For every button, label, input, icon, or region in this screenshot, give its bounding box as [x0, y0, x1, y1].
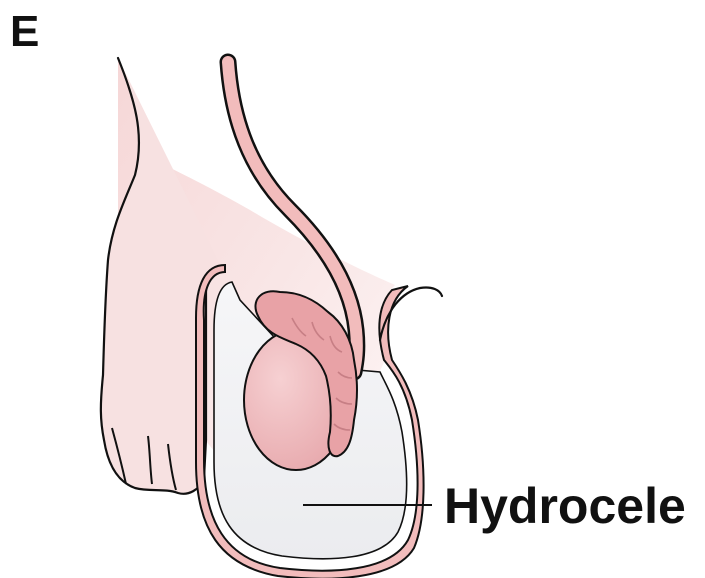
panel-letter: E: [10, 7, 39, 56]
hydrocele-label: Hydrocele: [444, 478, 686, 534]
